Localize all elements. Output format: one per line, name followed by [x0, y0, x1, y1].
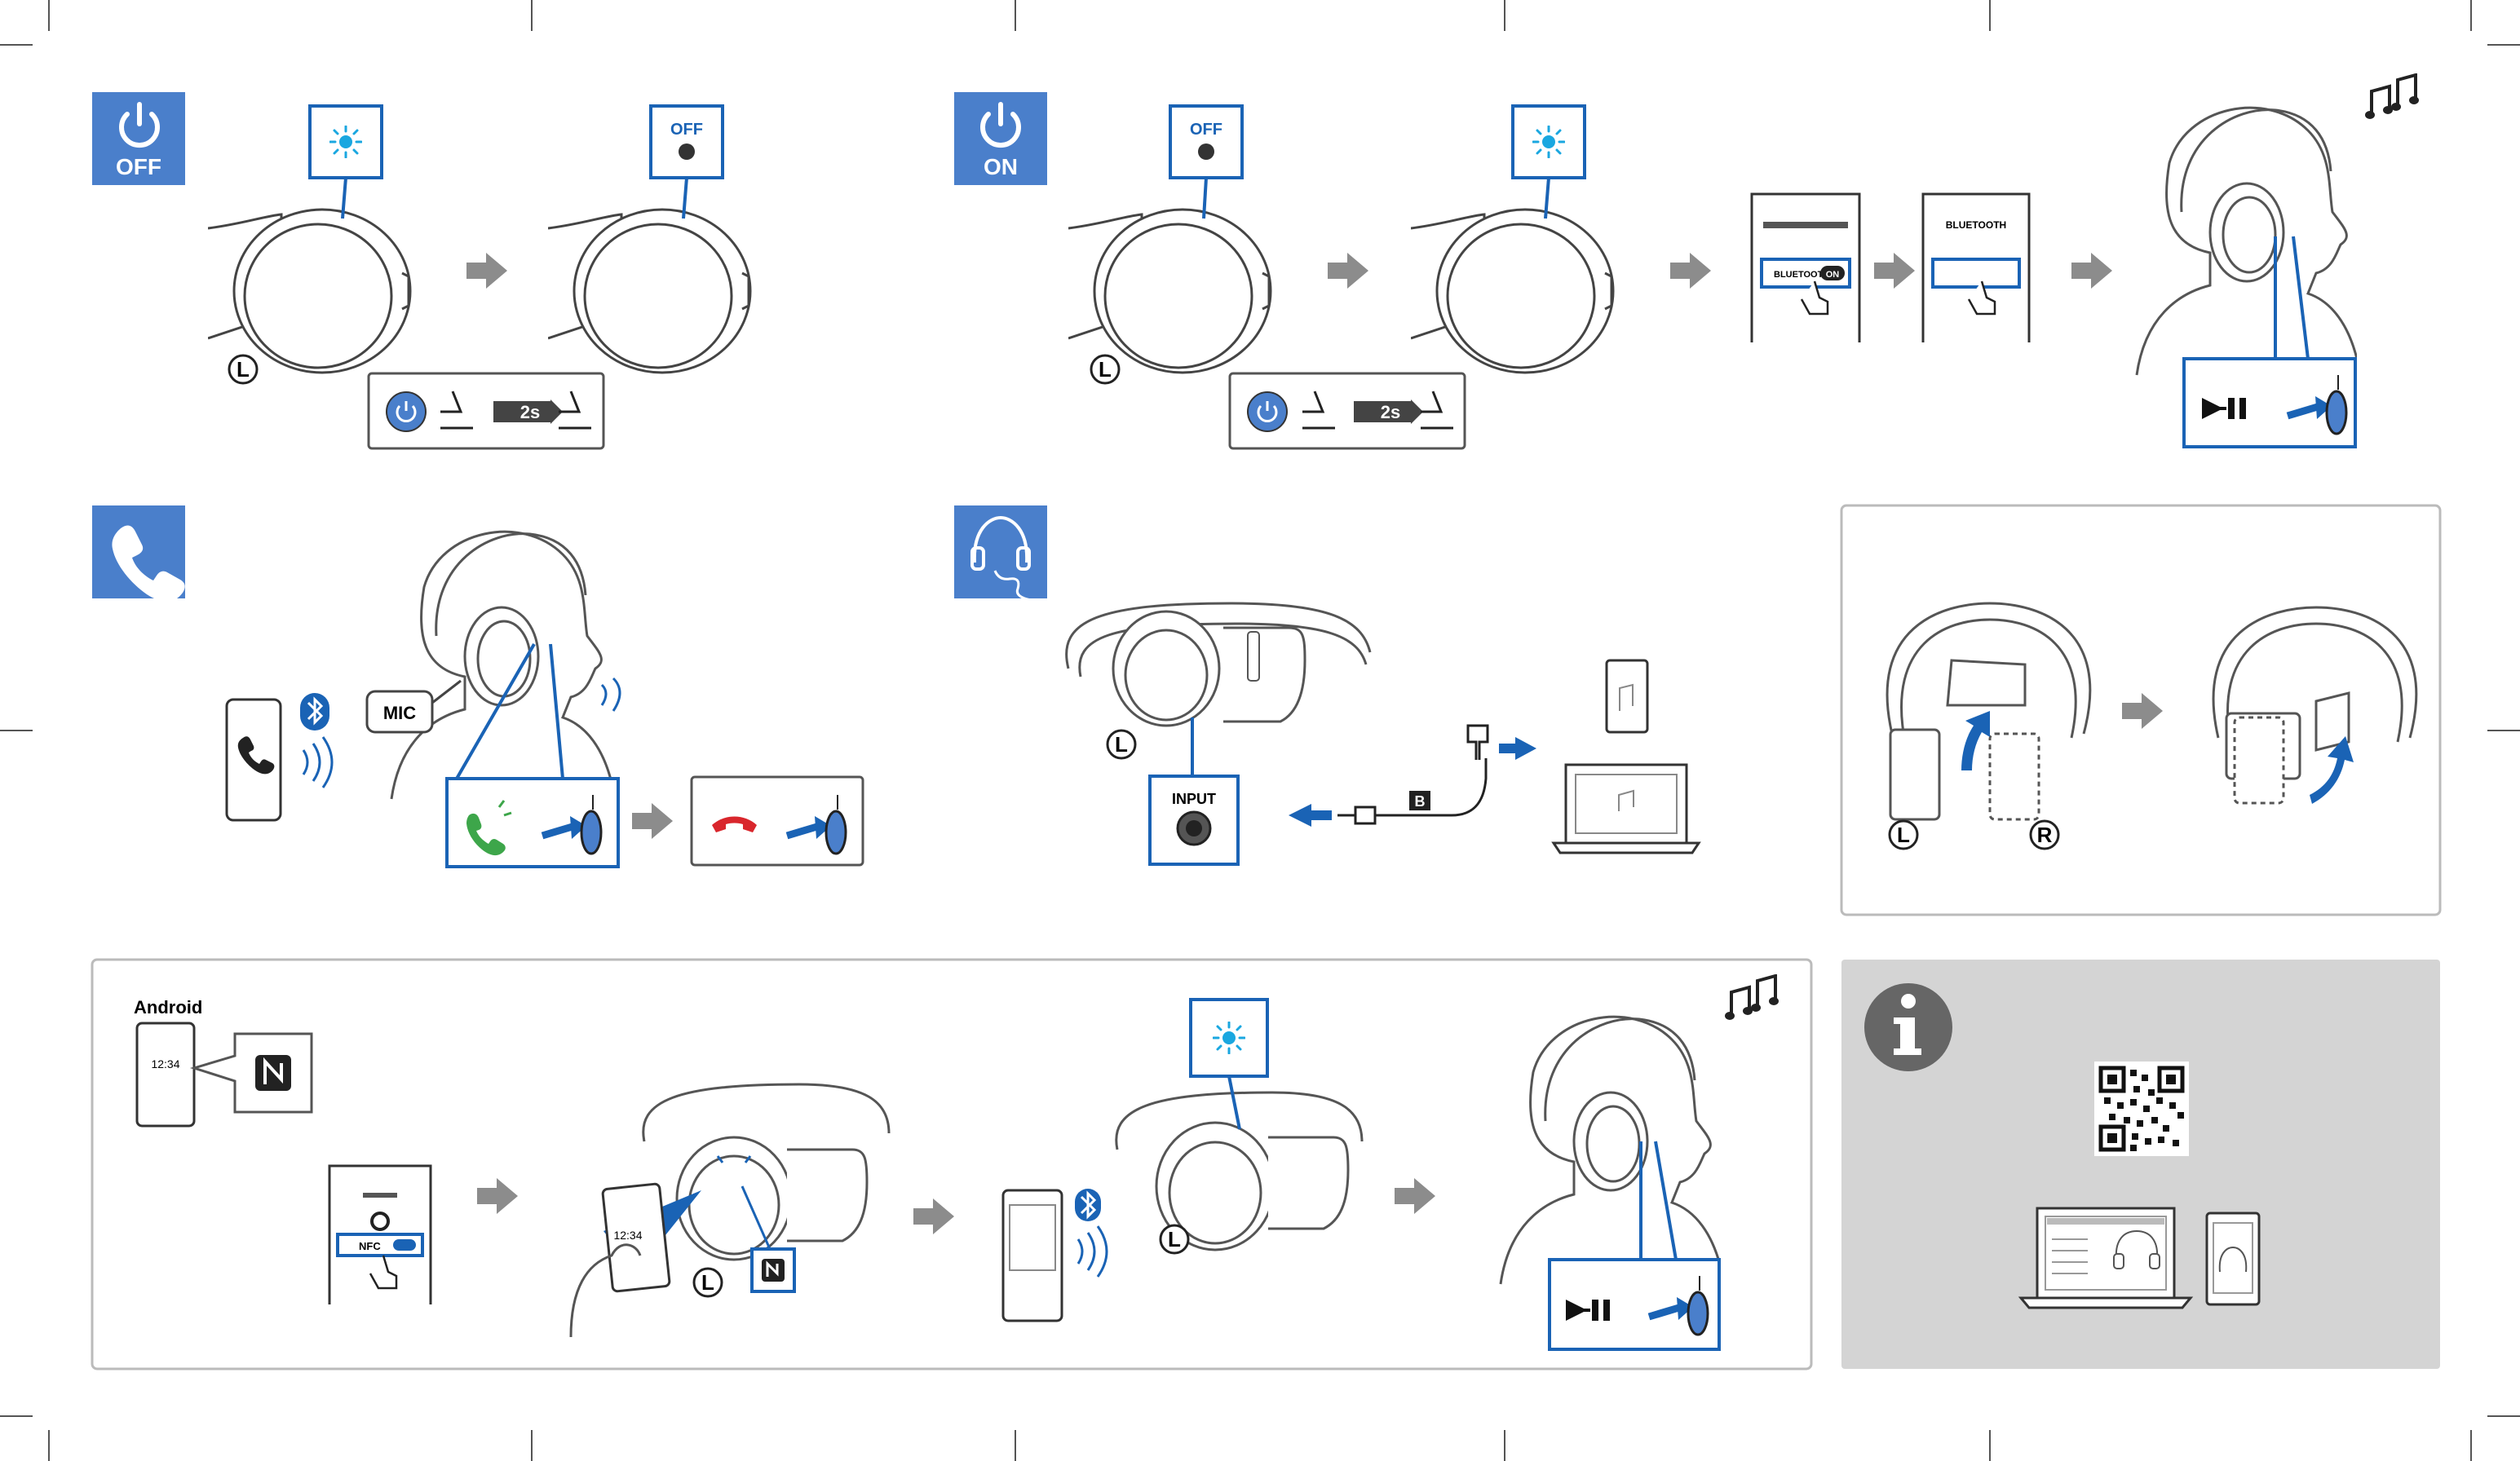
power-off-label: OFF	[116, 154, 161, 179]
cable-label: B	[1415, 793, 1426, 810]
wireless-waves-icon	[303, 737, 332, 788]
step-arrow-icon	[2071, 253, 2112, 289]
led-blink-icon	[1214, 1022, 1245, 1053]
step-arrow-icon	[632, 803, 673, 839]
right-marker: R	[2037, 823, 2053, 847]
headphones-folded-view	[1067, 603, 1370, 726]
headphone-cable-icon	[954, 505, 1047, 598]
nfc-setting-label: NFC	[359, 1240, 381, 1252]
side-marker-l: L	[237, 357, 250, 382]
led-off-label: OFF	[670, 121, 703, 139]
left-marker: L	[1897, 823, 1910, 847]
mic-label: MIC	[383, 703, 416, 723]
phone-clock: 12:34	[151, 1057, 179, 1070]
laptop-help-guide	[2021, 1208, 2191, 1308]
nfc-panel: Android 12:34 NFC 12:34 L	[92, 960, 1811, 1369]
led-callout-off	[1170, 106, 1242, 178]
info-panel	[1841, 960, 2440, 1369]
headphone-left-cup	[1411, 210, 1613, 373]
device-list-row	[1933, 259, 2019, 287]
step-arrow-icon	[1328, 253, 1368, 289]
bluetooth-screen-header: BLUETOOTH	[1946, 219, 2006, 231]
android-label: Android	[134, 997, 202, 1017]
step-arrow-icon	[1670, 253, 1711, 289]
led-blink-icon	[1533, 126, 1564, 157]
qr-code	[2094, 1062, 2189, 1156]
power-button-icon	[387, 392, 426, 431]
bluetooth-toggle-label: ON	[1826, 270, 1840, 280]
phone-clock: 12:34	[613, 1229, 642, 1242]
step-arrow-icon	[466, 253, 507, 289]
headphone-left-cup	[1068, 210, 1271, 373]
call-section: MIC	[92, 505, 863, 867]
headphone-left-cup	[208, 210, 410, 373]
person-with-headphones	[391, 532, 612, 799]
person-with-headphones	[2137, 108, 2357, 375]
step-arrow-icon	[1874, 253, 1915, 289]
side-marker-l: L	[1168, 1227, 1181, 1251]
hold-time-label: 2s	[1381, 402, 1400, 422]
side-marker-l: L	[1099, 357, 1112, 382]
folding-panel: L R	[1841, 505, 2440, 915]
smartphone-calling	[227, 700, 281, 820]
wired-section: L INPUT B	[954, 505, 1699, 864]
power-on-label: ON	[984, 154, 1018, 179]
android-phone-icon	[137, 1023, 194, 1126]
power-off-section: OFF L OFF 2s	[92, 92, 750, 448]
led-callout-off	[651, 106, 723, 178]
side-marker-l: L	[701, 1270, 714, 1295]
power-button-icon	[1248, 392, 1287, 431]
side-marker-l: L	[1115, 732, 1128, 757]
voice-waves-icon	[602, 678, 620, 711]
input-label: INPUT	[1172, 791, 1216, 807]
headphone-left-cup	[548, 210, 750, 373]
music-notes-icon	[2365, 75, 2419, 119]
music-player-icon	[1607, 660, 1647, 732]
led-blink-icon	[330, 126, 361, 157]
hold-time-label: 2s	[520, 402, 540, 422]
power-on-section: ON OFF L 2s BLUETOOTH ON BLUETOOTH	[954, 75, 2419, 448]
plug-in-arrow-icon	[1499, 737, 1536, 760]
nfc-logo-icon	[255, 1055, 291, 1091]
phone-help-guide	[2207, 1213, 2259, 1304]
insert-arrow-icon	[1289, 804, 1332, 827]
led-off-label: OFF	[1190, 121, 1222, 139]
